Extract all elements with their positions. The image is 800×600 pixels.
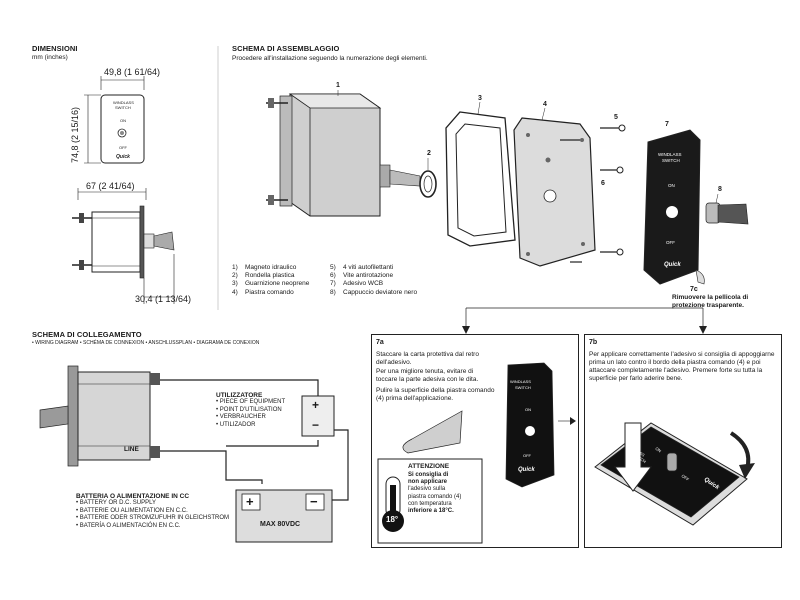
battery-plus: + (246, 494, 254, 509)
assembly-plate-on: ON (668, 183, 675, 188)
warning-title: ATTENZIONE (408, 463, 450, 470)
part-row-1: 1)Magneto idraulico (232, 264, 297, 271)
dim-plate-label-off: OFF (119, 145, 127, 150)
load-item: VERBRAUCHER (216, 414, 285, 422)
battery-label: MAX 80VDC (260, 521, 301, 528)
warning-body: Si consiglia di non applicare l'adesivo … (408, 472, 462, 515)
callout-7c: 7c (690, 286, 698, 293)
assembly-title: SCHEMA DI ASSEMBLAGGIO (232, 44, 340, 53)
part-row-3: 3)Guarnizione neoprene (232, 280, 310, 288)
line-label: LINE (124, 446, 139, 453)
dimension-small-depth: 30,4 (1 13/64) (135, 294, 192, 304)
panel-7b-text: Per applicare correttamente l'adesivo si… (589, 351, 775, 382)
battery-legend: BATTERIA O ALIMENTAZIONE IN CC BATTERY O… (76, 493, 229, 530)
panel-7b-plate-on: ON (654, 445, 663, 454)
dim-plate-label-top: WINDLASS (113, 100, 134, 105)
load-plus: + (312, 398, 320, 412)
panel-7b-plate-off: OFF (680, 473, 690, 482)
battery-item: BATTERY OR D.C. SUPPLY (76, 500, 229, 508)
callout-1: 1 (336, 82, 340, 89)
panel-7b: 7b Per applicare correttamente l'adesivo… (584, 334, 782, 548)
wiring-title: SCHEMA DI COLLEGAMENTO (32, 330, 142, 339)
part-row-7: 7)Adesivo WCB (330, 280, 384, 288)
assembly-plate-top2: SWITCH (662, 158, 680, 163)
panel-7a-label: 7a (376, 339, 384, 346)
callout-4: 4 (543, 101, 547, 108)
dim-plate-label-on: ON (120, 118, 126, 123)
panel-7b-plate-brand: Quick (702, 476, 720, 492)
panel-7a-plate-off: OFF (523, 453, 531, 458)
assembly-plate-brand: Quick (664, 262, 681, 268)
wiring-subtitle: • WIRING DIAGRAM • SCHÉMA DE CONNEXION •… (32, 340, 260, 346)
part-row-4: 4)Piastra comando (232, 288, 294, 296)
callout-5: 5 (614, 114, 618, 121)
dimension-depth: 67 (2 41/64) (86, 181, 135, 191)
battery-minus: − (310, 494, 318, 509)
battery-item: BATTERIE OU ALIMENTATION EN C.C. (76, 508, 229, 516)
panel-7a: 7a Staccare la carta protettiva dal retr… (371, 334, 579, 548)
battery-item: BATTERIE ODER STROMZUFUHR IN GLEICHSTROM (76, 515, 229, 523)
note-7c: Rimuovere la pellicola di protezione tra… (672, 294, 749, 309)
panel-7a-plate-brand: Quick (518, 467, 535, 473)
assembly-plate-top: WINDLASS (658, 152, 682, 157)
callout-3: 3 (478, 95, 482, 102)
part-row-2: 2)Rondella plastica (232, 272, 295, 280)
dimensions-title: DIMENSIONI (32, 44, 78, 53)
dimensions-units: mm (inches) (32, 54, 68, 61)
panel-7b-label: 7b (589, 339, 598, 346)
callout-7: 7 (665, 121, 669, 128)
part-row-8: 8)Cappuccio deviatore nero (330, 288, 418, 296)
load-title: UTILIZZATORE (216, 392, 263, 399)
dimension-width: 49,8 (1 61/64) (104, 67, 161, 77)
callout-6: 6 (601, 180, 605, 187)
assembly-subtitle: Procedere all'installazione seguendo la … (232, 55, 428, 62)
load-item: UTILIZADOR (216, 422, 285, 430)
panel-7a-text2: Per una migliore tenuta, evitare di tocc… (376, 368, 479, 383)
panel-7a-plate-top: WINDLASS (510, 379, 531, 384)
callout-8: 8 (718, 186, 722, 193)
panel-7a-text1: Staccare la carta protettiva dal retro d… (376, 351, 479, 366)
parts-legend-right: 5)4 viti autofilettanti 6)Vite antirotaz… (330, 264, 417, 297)
load-item: POINT D'UTILISATION (216, 407, 285, 415)
callout-2: 2 (427, 150, 431, 157)
assembly-plate-off: OFF (666, 240, 675, 245)
panel-7a-plate-on: ON (525, 407, 531, 412)
dimension-height: 74,8 (2 15/16) (70, 106, 80, 163)
part-row-5: 5)4 viti autofilettanti (330, 264, 394, 271)
battery-item: BATERÍA O ALIMENTACIÓN EN C.C. (76, 523, 229, 531)
load-legend: UTILIZZATORE PIECE OF EQUIPMENT POINT D'… (216, 392, 285, 429)
load-minus: − (312, 418, 320, 432)
panel-7a-plate-top2: SWITCH (515, 385, 531, 390)
dim-plate-label-top2: SWITCH (115, 105, 131, 110)
battery-title: BATTERIA O ALIMENTAZIONE IN CC (76, 493, 190, 500)
dim-plate-brand: Quick (116, 154, 130, 160)
load-item: PIECE OF EQUIPMENT (216, 399, 285, 407)
panel-7a-text3: Pulire la superficie della piastra coman… (376, 387, 495, 402)
parts-legend-left: 1)Magneto idraulico 2)Rondella plastica … (232, 264, 309, 297)
part-row-6: 6)Vite antirotazione (330, 272, 394, 280)
warning-temp: 18° (386, 515, 399, 524)
